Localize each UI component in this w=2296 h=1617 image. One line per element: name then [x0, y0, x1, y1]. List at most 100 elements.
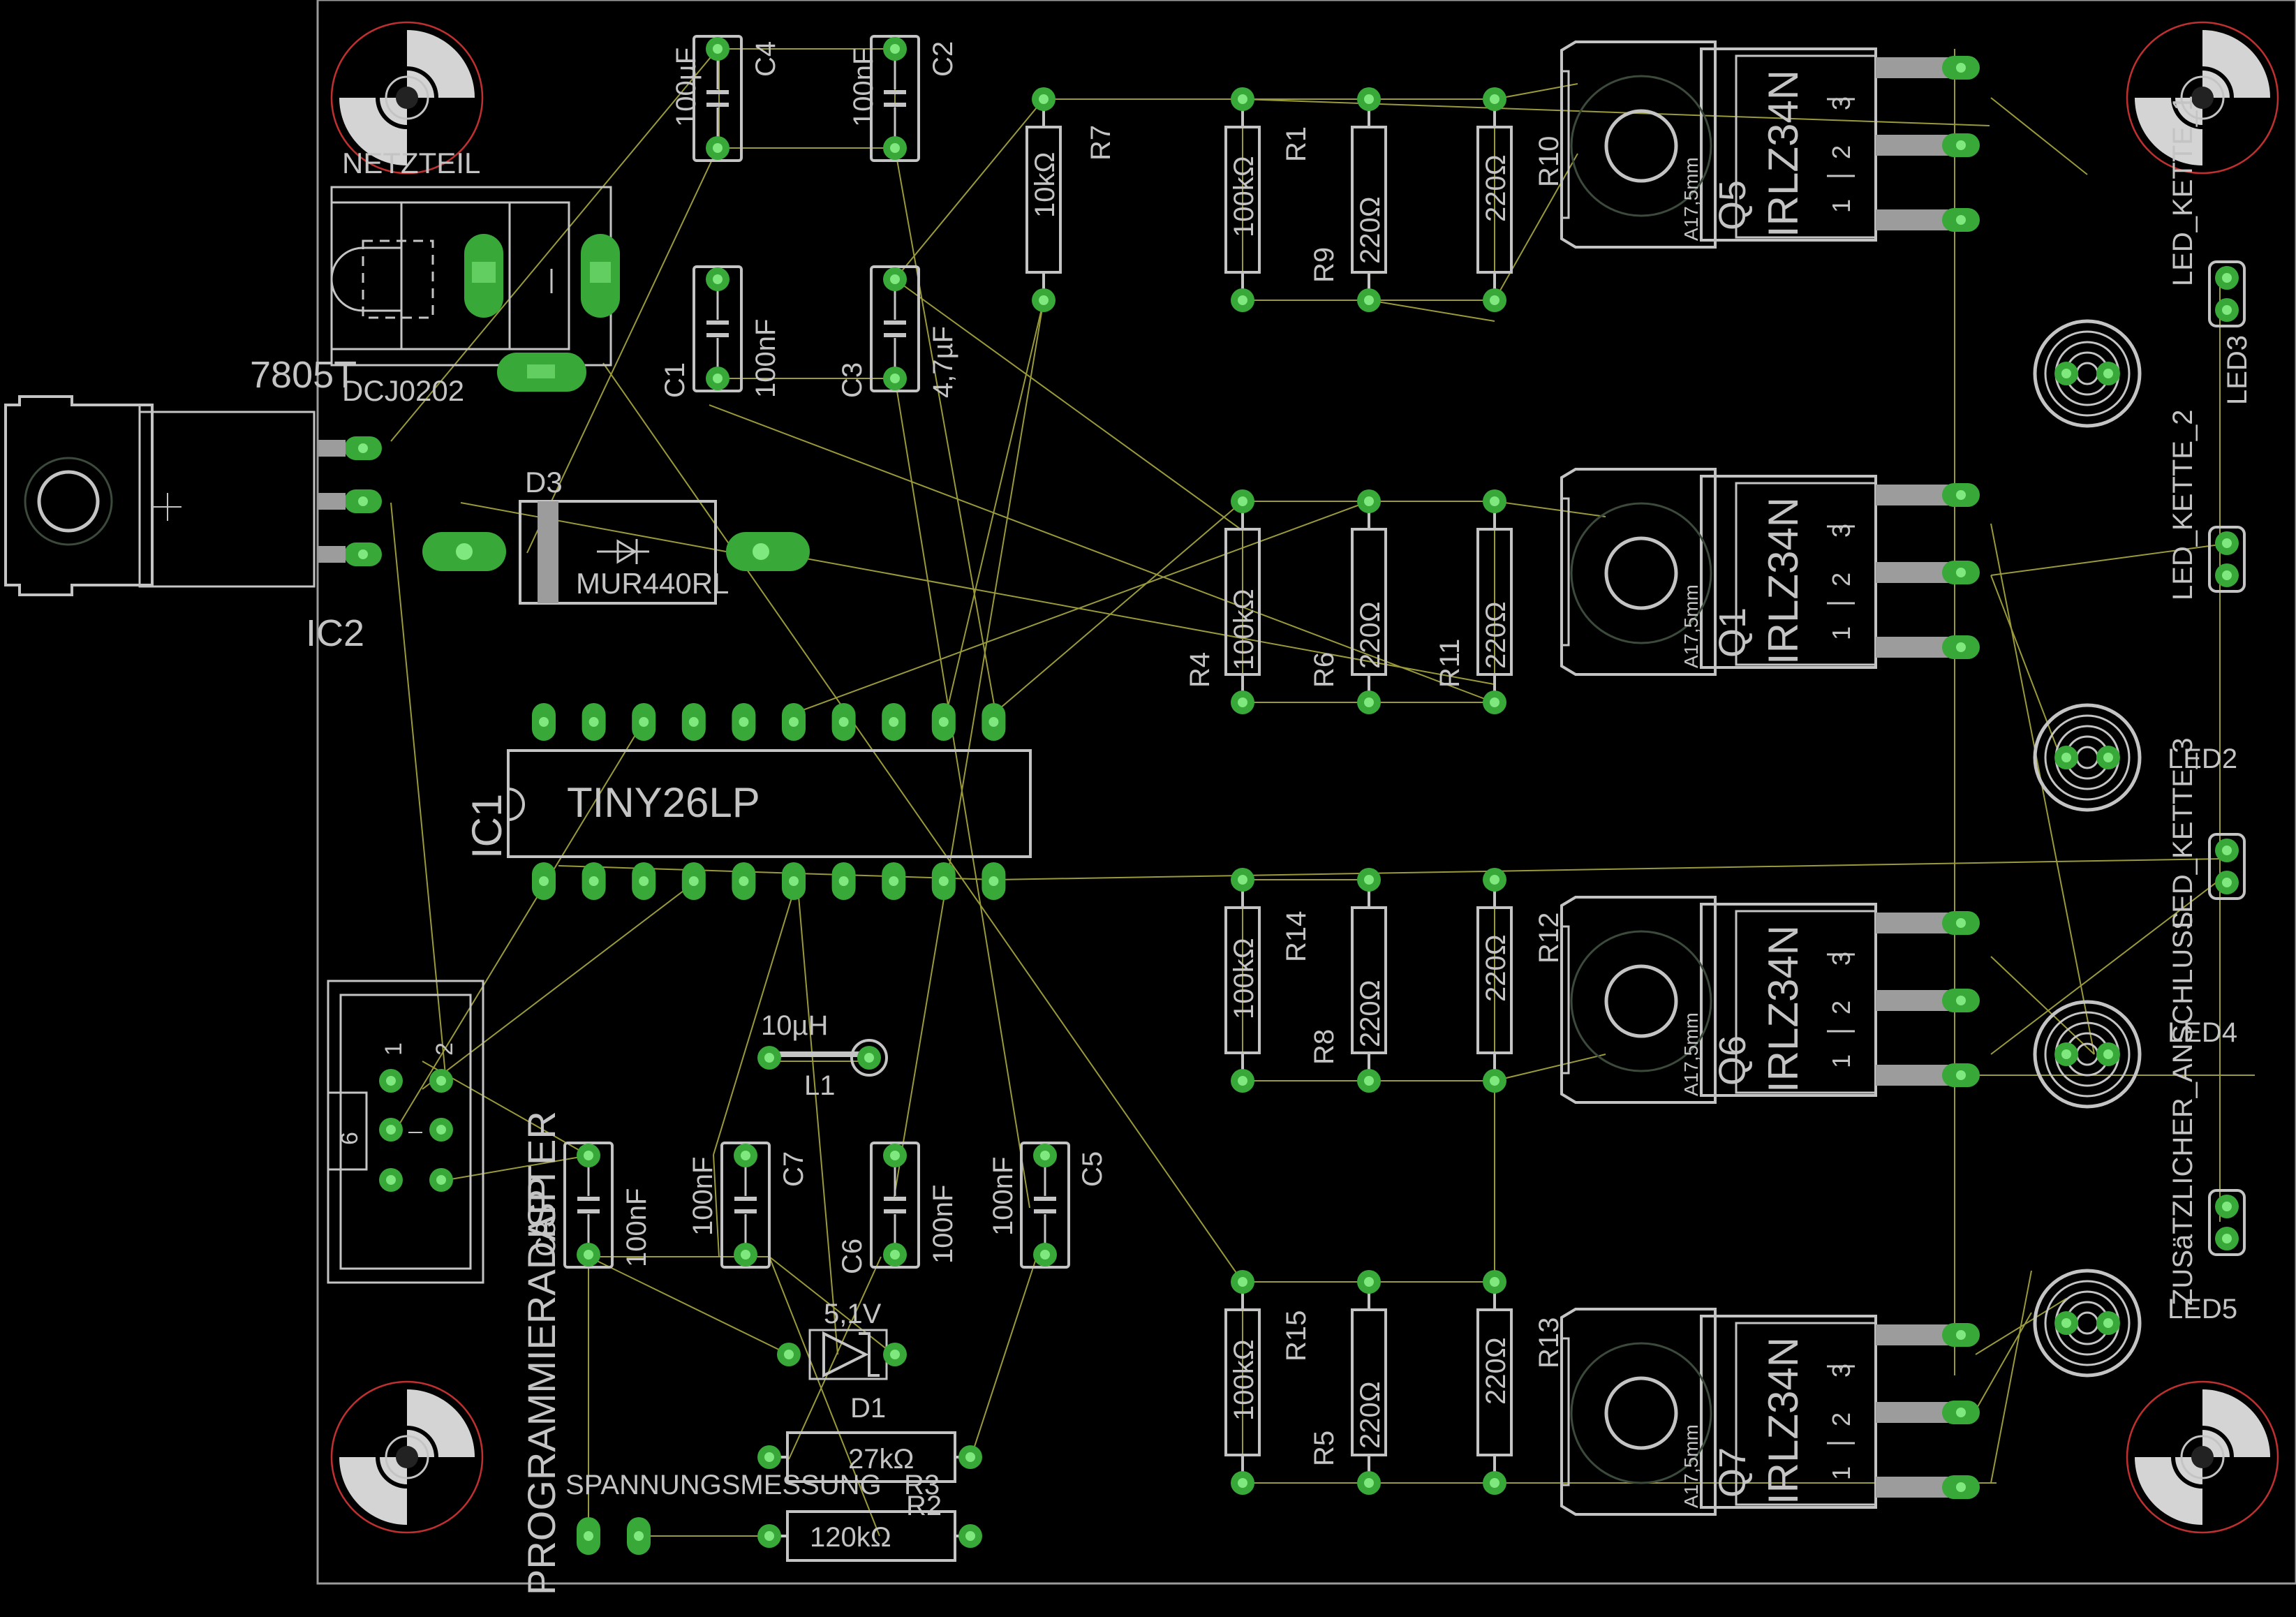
connector-zusaetzlicher-anschluss	[2209, 1190, 2244, 1255]
mounting-hole-top-right	[2127, 22, 2278, 173]
r2-value: 120kΩ	[810, 1522, 891, 1553]
d3-name: D3	[525, 466, 563, 499]
d1-value: 5,1V	[824, 1299, 882, 1329]
led3-label: LED3	[2222, 335, 2253, 405]
mounting-hole-bottom-left	[332, 1382, 482, 1533]
connector-led-kette-2	[2209, 527, 2244, 591]
ic1-pin-hole	[938, 876, 949, 886]
r10-value: 220Ω	[1481, 154, 1511, 222]
q5-pin3: 3	[1827, 96, 1856, 110]
r14-name: R14	[1281, 911, 1312, 962]
q6-value: IRLZ34N	[1760, 925, 1807, 1093]
r13-value: 220Ω	[1481, 1337, 1511, 1405]
r5-name: R5	[1309, 1431, 1340, 1466]
zener-diode-d1	[777, 1329, 907, 1380]
q1-pin2: 2	[1827, 573, 1856, 586]
r8-name: R8	[1309, 1029, 1340, 1065]
r2-name: R2	[906, 1491, 942, 1521]
voltage-measure-connector	[577, 1517, 651, 1555]
ic2-value: 7805T	[250, 354, 357, 396]
resistor-r3	[757, 1431, 982, 1483]
r15-name: R15	[1281, 1310, 1312, 1361]
r12-value: 220Ω	[1481, 934, 1511, 1002]
capacitor-c7	[722, 1143, 769, 1267]
q6-pin2: 2	[1827, 1001, 1856, 1014]
r5-value: 220Ω	[1355, 1381, 1386, 1449]
l1-name: L1	[804, 1070, 836, 1101]
kette3-label: LED_KETTE_3	[2168, 738, 2198, 929]
zusatz-label: ZUSäTZLICHER_ANSCHLUSS	[2168, 911, 2198, 1306]
r9-name: R9	[1309, 247, 1340, 283]
q7-value: IRLZ34N	[1760, 1337, 1807, 1505]
c2-value: 100nF	[848, 48, 879, 127]
d3-value: MUR440RL	[576, 567, 729, 600]
capacitor-c3	[871, 267, 919, 391]
power-jack-netzteil	[330, 186, 620, 392]
ic1-pin-hole	[838, 876, 849, 886]
c7-value: 100nF	[688, 1157, 718, 1236]
ic1-pin-hole	[639, 717, 649, 727]
r1-value: 100kΩ	[1229, 156, 1259, 237]
ic1-pin-hole	[889, 717, 899, 727]
ic1-pin-hole	[739, 717, 749, 727]
capacitor-c6	[871, 1143, 919, 1267]
d1-name: D1	[850, 1393, 886, 1424]
ic1-pin-hole	[688, 717, 699, 727]
ic1-value: TINY26LP	[567, 779, 760, 826]
led2-label: LED2	[2168, 744, 2237, 774]
c6-name: C6	[837, 1239, 868, 1274]
r3-value: 27kΩ	[848, 1444, 914, 1475]
header-pin6-label: 6	[336, 1132, 363, 1145]
resistor-r2	[757, 1510, 982, 1562]
connector-led-kette-1	[2209, 262, 2244, 326]
r13-name: R13	[1534, 1317, 1564, 1368]
led4-label: LED4	[2168, 1017, 2237, 1048]
q1-pin3: 3	[1827, 524, 1856, 538]
r6-value: 220Ω	[1355, 601, 1386, 669]
q6-name: Q6	[1712, 1035, 1754, 1086]
r15-value: 100kΩ	[1229, 1339, 1259, 1421]
q7-pin3: 3	[1827, 1364, 1856, 1378]
dcj-label: DCJ0202	[342, 374, 464, 407]
led-led5	[2035, 1271, 2140, 1375]
spannungsmessung-label: SPANNUNGSMESSUNG	[565, 1470, 882, 1500]
r7-name: R7	[1086, 125, 1116, 161]
header-pin1-label: 1	[380, 1042, 407, 1056]
microcontroller-ic1	[507, 749, 1032, 858]
led-led2	[2035, 705, 2140, 810]
c1-value: 100nF	[750, 319, 781, 398]
q6-heatsink: A17,5mm	[1680, 1012, 1702, 1096]
q1-heatsink: A17,5mm	[1680, 584, 1702, 668]
ic1-pin-hole	[588, 717, 599, 727]
q7-heatsink: A17,5mm	[1680, 1424, 1702, 1508]
board-outline	[316, 0, 2296, 1585]
capacitor-c8	[565, 1143, 612, 1267]
c3-name: C3	[837, 362, 868, 398]
led5-label: LED5	[2168, 1294, 2237, 1324]
ic1-pin-hole	[739, 876, 749, 886]
ratsnest	[390, 48, 2255, 1537]
c8-value: 100nF	[621, 1188, 652, 1267]
ic1-pin-hole	[539, 717, 549, 727]
c1-name: C1	[660, 362, 690, 398]
r10-name: R10	[1534, 136, 1564, 187]
l1-value: 10µH	[761, 1010, 828, 1041]
header-pin2-label: 2	[431, 1042, 458, 1056]
isp-label: ISP	[519, 1176, 563, 1239]
q7-pin2: 2	[1827, 1412, 1856, 1426]
r4-value: 100kΩ	[1229, 589, 1259, 670]
ic1-pin-hole	[588, 876, 599, 886]
r11-name: R11	[1435, 639, 1465, 688]
c4-name: C4	[750, 41, 781, 77]
r6-name: R6	[1309, 652, 1340, 688]
programming-header-isp	[327, 980, 484, 1284]
regulator-ic2	[4, 395, 382, 596]
q5-heatsink: A17,5mm	[1680, 157, 1702, 241]
c3-value: 4,7µF	[928, 326, 958, 398]
ic1-pin-hole	[988, 876, 999, 886]
c5-name: C5	[1077, 1151, 1108, 1187]
programmieradapter-label: PROGRAMMIERADAPTER	[519, 1111, 563, 1595]
ic1-pin-hole	[639, 876, 649, 886]
capacitor-c1	[694, 267, 741, 391]
